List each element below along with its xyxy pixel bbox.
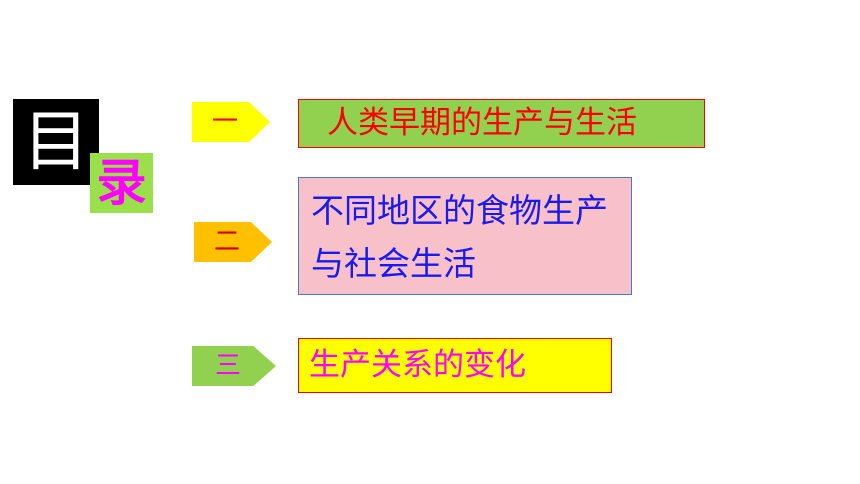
item-1-number-arrow[interactable]: 一: [192, 102, 270, 142]
item-3-box[interactable]: 生产关系的变化: [298, 338, 612, 393]
item-1-number: 一: [211, 107, 238, 137]
item-3-number-arrow[interactable]: 三: [192, 346, 276, 386]
toc-title-char-lu: 录: [90, 153, 153, 213]
item-1-box[interactable]: 人类早期的生产与生活: [298, 99, 705, 148]
toc-title-char-mu: 目: [13, 99, 99, 185]
item-3-number: 三: [214, 351, 241, 381]
item-2-number-arrow[interactable]: 二: [194, 222, 272, 262]
item-2-box[interactable]: 不同地区的食物生产与社会生活: [298, 177, 632, 295]
item-2-number: 二: [213, 227, 240, 257]
